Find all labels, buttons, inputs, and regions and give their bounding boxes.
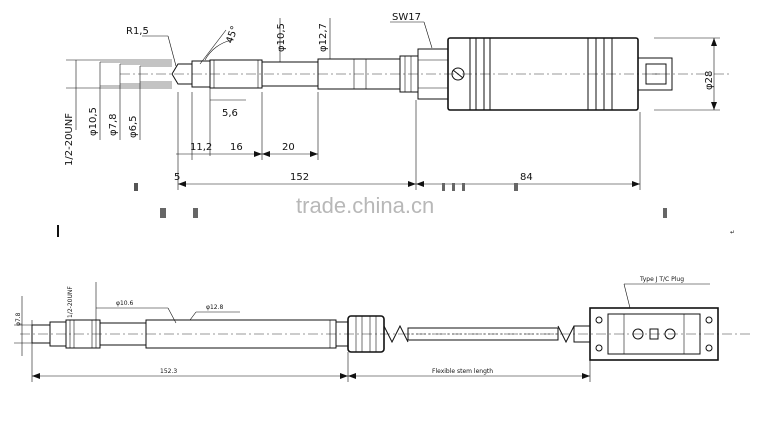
svg-text:↵: ↵	[730, 229, 735, 236]
dim-l84: 84	[520, 172, 533, 183]
label-thread: 1/2-20UNF	[64, 113, 75, 166]
bottom-dim-l1523: 152.3	[160, 368, 177, 375]
bottom-spring	[383, 324, 409, 344]
label-d127: φ12,7	[318, 23, 329, 52]
dim-l16: 16	[230, 142, 243, 153]
bottom-label-d78: φ7.8	[15, 312, 22, 326]
label-d65: φ6,5	[128, 116, 139, 139]
bottom-fitting	[347, 315, 385, 353]
top-connector	[637, 57, 673, 91]
label-d28: φ28	[704, 71, 715, 90]
label-d78: φ7,8	[108, 114, 119, 137]
label-d105-left: φ10,5	[88, 107, 99, 136]
bottom-view: φ7.8 1/2-20UNF φ10.6 φ12.8 Type J T/C Pl…	[14, 276, 752, 382]
bottom-label-thread: 1/2-20UNF	[67, 286, 74, 318]
label-r15: R1,5	[126, 26, 149, 37]
top-view: R1,5 45° φ10,5 φ12,7 SW17 1/2-20UNF φ10,…	[57, 12, 735, 237]
top-set-screw	[451, 67, 465, 81]
bottom-plug	[589, 307, 719, 361]
dim-l152: 152	[290, 172, 309, 183]
dim-l112: 11,2	[190, 142, 212, 153]
label-angle: 45°	[224, 25, 240, 45]
bottom-label-d106: φ10.6	[116, 300, 134, 307]
label-sw17: SW17	[392, 12, 421, 23]
bottom-label-plug: Type J T/C Plug	[639, 276, 684, 283]
dim-l20: 20	[282, 142, 295, 153]
bottom-dim-flex: Flexible stem length	[432, 368, 493, 375]
dim-l5: 5	[174, 172, 180, 183]
label-d56: 5,6	[222, 108, 238, 119]
watermark: trade.china.cn	[296, 193, 434, 218]
bottom-label-d128: φ12.8	[206, 304, 224, 311]
label-d105: φ10,5	[276, 23, 287, 52]
